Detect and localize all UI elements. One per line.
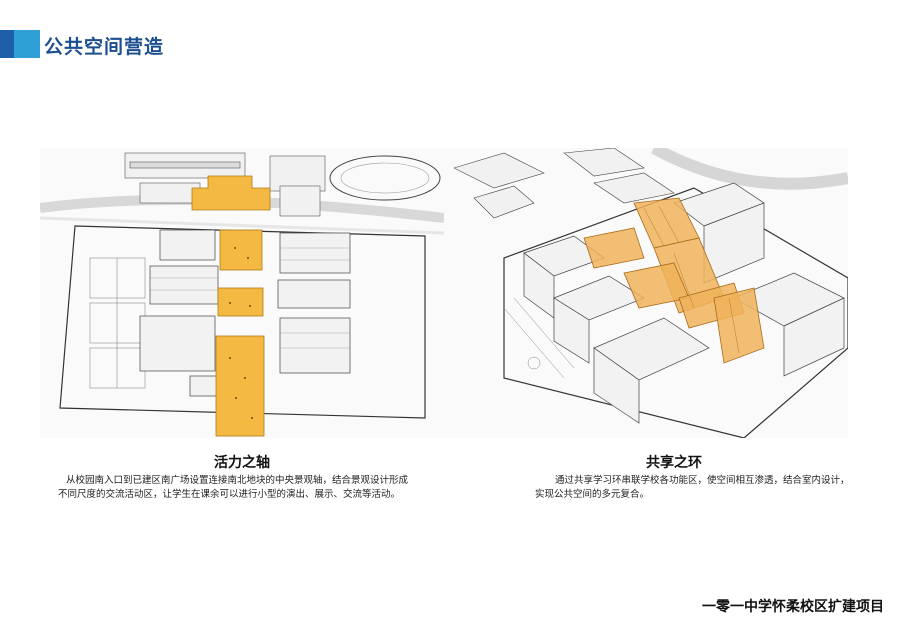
page-header: 公共空间营造 <box>0 30 420 58</box>
axis-description-line-2: 不同尺度的交流活动区，让学生在课余可以进行小型的演出、展示、交流等活动。 <box>58 489 401 500</box>
header-accent-bar-light <box>14 30 40 58</box>
loop-title: 共享之环 <box>646 455 702 471</box>
header-accent-bar <box>0 30 14 58</box>
project-name: 一零一中学怀柔校区扩建项目 <box>702 599 884 615</box>
loop-illustration <box>444 148 848 438</box>
axis-title: 活力之轴 <box>214 455 270 471</box>
page-title: 公共空间营造 <box>44 36 165 58</box>
loop-description-line-1: 通过共享学习环串联学校各功能区，使空间相互渗透，结合室内设计， <box>555 475 850 486</box>
axis-description-line-1: 从校园南入口到已建区南广场设置连接南北地块的中央景观轴，结合景观设计形成 <box>66 475 409 486</box>
axis-illustration <box>40 148 444 438</box>
loop-description-line-2: 实现公共空间的多元复合。 <box>535 489 650 500</box>
